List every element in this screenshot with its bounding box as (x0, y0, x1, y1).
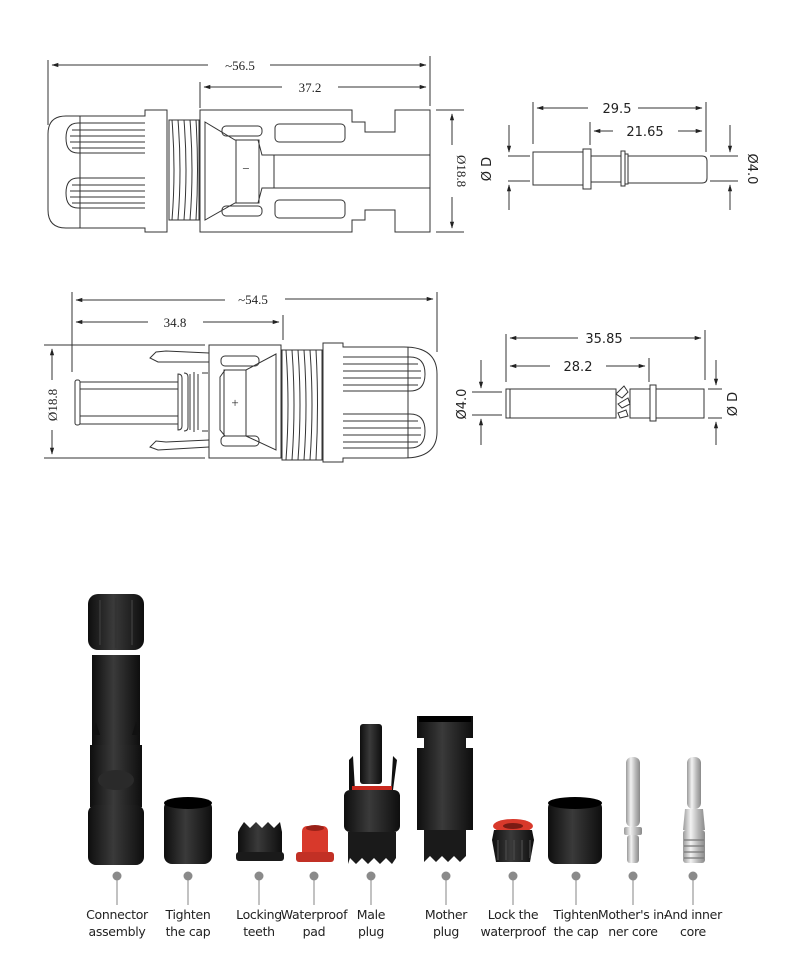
male-pin-inner-length: 28.2 (564, 360, 593, 375)
female-pin-drawing (506, 102, 738, 210)
connector-assembly-photo (88, 594, 144, 865)
part-pointers (112, 871, 698, 905)
male-polarity-mark: + (231, 395, 238, 410)
lock-waterproof-photo (492, 819, 534, 862)
mother-plug-photo (417, 716, 473, 862)
cap-photo-2 (548, 800, 602, 864)
male-connector-drawing (44, 292, 438, 463)
female-overall-length: ~56.5 (225, 58, 255, 73)
male-pin-overall-length: 35.85 (585, 332, 622, 347)
waterproof-pad-photo (296, 825, 334, 862)
female-pin-inner-length: 21.65 (626, 125, 663, 140)
male-pin-right-diameter: Ø D (726, 392, 741, 416)
male-inner-core-photo (683, 757, 705, 863)
cap-photo (164, 800, 212, 864)
male-body-length: 34.8 (164, 315, 187, 330)
male-overall-length: ~54.5 (238, 292, 268, 307)
male-pin-drawing (472, 330, 722, 445)
male-diameter: Ø18.8 (45, 389, 60, 421)
female-pin-left-diameter: Ø D (480, 157, 495, 181)
female-connector-drawing (47, 56, 464, 233)
female-pin-right-diameter: Ø4.0 (744, 154, 759, 185)
male-pin-left-diameter: Ø4.0 (455, 389, 470, 420)
female-diameter: Ø18.8 (454, 155, 469, 187)
female-body-length: 37.2 (299, 80, 322, 95)
male-plug-photo (344, 724, 400, 864)
female-polarity-mark: − (242, 161, 249, 176)
female-pin-overall-length: 29.5 (603, 102, 632, 117)
part-label-mother-inner-core: Mother's in-ner core (597, 907, 669, 939)
locking-teeth-photo (236, 822, 284, 861)
female-inner-core-photo (624, 757, 642, 863)
